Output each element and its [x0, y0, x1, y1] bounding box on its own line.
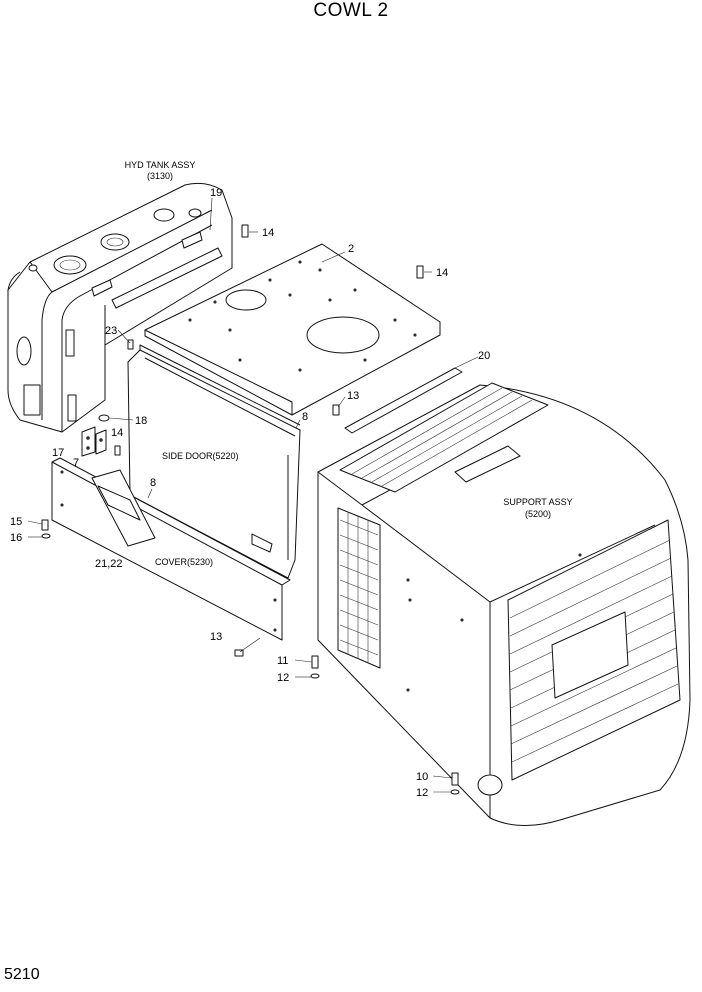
caption-hyd-tank-code: (3130): [147, 171, 173, 181]
fasteners: [41, 224, 460, 795]
callouts: 19 14 2 14 20 23 13 8 18 14 17 7 8 15 16…: [10, 187, 490, 799]
caption-support-assy: SUPPORT ASSY: [503, 497, 572, 507]
callout-13: 13: [210, 631, 222, 643]
callout-14: 14: [262, 227, 274, 239]
callout-18: 18: [135, 415, 147, 427]
callout-14: 14: [436, 267, 448, 279]
callout-21-22: 21,22: [95, 558, 123, 570]
bracket-17: [81, 426, 107, 457]
caption-side-door: SIDE DOOR(5220): [162, 451, 239, 461]
callout-17: 17: [52, 447, 64, 459]
callout-7: 7: [73, 457, 79, 469]
callout-8: 8: [302, 411, 308, 423]
top-plate: [144, 243, 463, 434]
callout-12: 12: [416, 787, 428, 799]
caption-support-assy-code: (5200): [525, 509, 551, 519]
callout-19: 19: [210, 187, 222, 199]
callout-11: 11: [277, 655, 288, 667]
leader-lines: [27, 197, 479, 793]
callout-16: 16: [10, 532, 22, 544]
callout-23: 23: [105, 325, 117, 337]
cover: [51, 457, 291, 641]
callout-15: 15: [10, 516, 22, 528]
captions: HYD TANK ASSY (3130) SIDE DOOR(5220) COV…: [125, 160, 573, 567]
caption-cover: COVER(5230): [155, 557, 213, 567]
callout-8: 8: [150, 477, 156, 489]
callout-12: 12: [277, 672, 289, 684]
support-assy: [317, 382, 691, 827]
callout-13: 13: [347, 390, 359, 402]
callout-14: 14: [111, 427, 123, 439]
callout-20: 20: [478, 350, 490, 362]
page-number: 5210: [4, 966, 40, 983]
callout-2: 2: [348, 243, 354, 255]
caption-hyd-tank: HYD TANK ASSY: [125, 160, 196, 170]
page-title: COWL 2: [313, 0, 389, 21]
hyd-tank-assy: [7, 182, 233, 433]
callout-10: 10: [416, 771, 428, 783]
